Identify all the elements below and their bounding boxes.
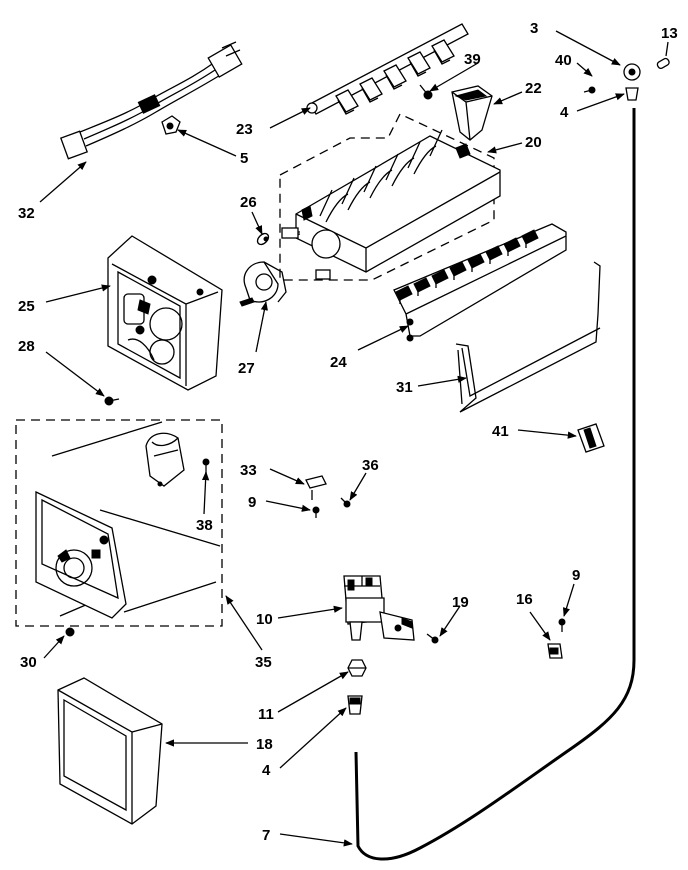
label-part-27: 27 — [238, 360, 255, 377]
label-part-35: 35 — [255, 654, 272, 671]
housing-part — [107, 235, 223, 391]
cover-24-part — [393, 223, 567, 342]
label-part-4-bottom: 4 — [262, 762, 271, 779]
label-part-41: 41 — [492, 423, 509, 440]
clip-41-part — [577, 423, 605, 453]
label-part-11: 11 — [258, 706, 274, 723]
label-part-19: 19 — [452, 594, 469, 611]
ice-mold-part — [279, 113, 501, 281]
label-part-33: 33 — [240, 462, 257, 479]
label-part-38: 38 — [196, 517, 213, 534]
label-part-30: 30 — [20, 654, 37, 671]
clamp-16-part — [547, 618, 566, 659]
screw-28-part — [104, 396, 120, 406]
motor-part — [239, 232, 287, 307]
label-part-3: 3 — [530, 20, 538, 37]
label-part-26: 26 — [240, 194, 257, 211]
label-part-40: 40 — [555, 52, 572, 69]
wire-harness-part — [60, 41, 243, 160]
nut-fitting-part — [347, 659, 367, 715]
small-bracket-part — [305, 475, 351, 518]
label-part-4-top: 4 — [560, 104, 569, 121]
label-part-9-left: 9 — [248, 494, 256, 511]
label-part-28: 28 — [18, 338, 35, 355]
label-part-10: 10 — [256, 611, 273, 628]
label-part-20: 20 — [525, 134, 542, 151]
label-part-32: 32 — [18, 205, 35, 222]
clip-part — [161, 115, 181, 135]
label-part-16: 16 — [516, 591, 533, 608]
label-part-5: 5 — [240, 150, 248, 167]
ejector-part — [306, 23, 469, 115]
water-valve-part — [343, 575, 439, 644]
label-part-36: 36 — [362, 457, 379, 474]
water-tube-part — [354, 108, 636, 861]
label-part-13: 13 — [661, 25, 678, 42]
label-part-22: 22 — [525, 80, 542, 97]
leader-lines — [39, 30, 669, 847]
fitting-top-part — [583, 57, 670, 101]
control-assembly-part — [15, 419, 223, 637]
label-part-39: 39 — [464, 51, 481, 68]
label-part-23: 23 — [236, 121, 253, 138]
screw-39-part — [419, 84, 433, 100]
bracket-22-part — [451, 85, 493, 141]
callout-labels: 3 13 40 39 22 4 20 23 5 32 26 25 28 27 2… — [18, 20, 678, 844]
label-part-18: 18 — [256, 736, 273, 753]
label-part-31: 31 — [396, 379, 413, 396]
label-part-24: 24 — [330, 354, 347, 371]
label-part-25: 25 — [18, 298, 35, 315]
label-part-7: 7 — [262, 827, 270, 844]
cover-box-part — [57, 677, 163, 825]
label-part-9-right: 9 — [572, 567, 580, 584]
